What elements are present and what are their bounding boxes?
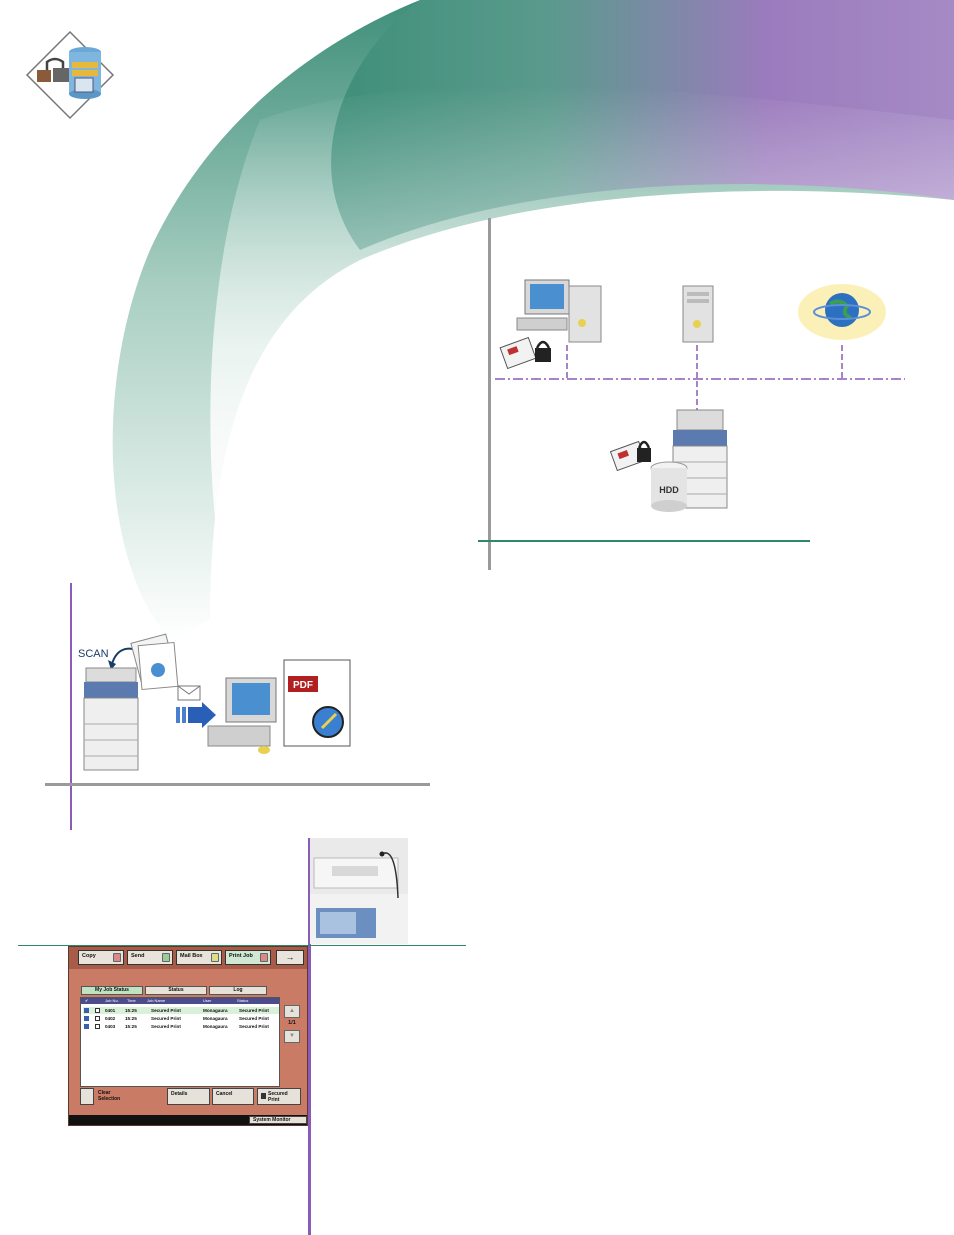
- scan-frame-left: [70, 583, 72, 830]
- row-job-no: 0402: [105, 1016, 116, 1021]
- tab-log[interactable]: Log: [209, 986, 267, 995]
- row-job-name: Secured Print: [151, 1008, 181, 1013]
- send-label: Send: [131, 953, 145, 959]
- row-status: Secured Print: [239, 1016, 269, 1021]
- print-job-button[interactable]: Print Job: [225, 950, 271, 965]
- network-diagram: HDD: [495, 279, 905, 512]
- secured-print-button[interactable]: Secured Print: [257, 1088, 301, 1105]
- hdd-label: HDD: [659, 485, 679, 495]
- row-status: Secured Print: [239, 1008, 269, 1013]
- row-job-no: 0403: [105, 1024, 116, 1029]
- job-status-panel: Copy Send Mail Box Print Job → My Job St…: [68, 946, 308, 1126]
- print-job-icon: [95, 1016, 100, 1021]
- background-swoosh: [112, 0, 954, 640]
- scanned-documents-icon: [130, 633, 179, 691]
- row-time: 15:25: [125, 1016, 137, 1021]
- row-job-name: Secured Print: [151, 1024, 181, 1029]
- row-user: Monagaura: [203, 1008, 228, 1013]
- internet-globe-icon: [798, 284, 886, 340]
- row-checkbox[interactable]: [84, 1024, 89, 1029]
- pdf-document-icon: [283, 659, 351, 747]
- next-arrow-button[interactable]: →: [276, 950, 304, 965]
- row-job-no: 0401: [105, 1008, 116, 1013]
- mail-box-label: Mail Box: [180, 953, 203, 959]
- scroll-up-button[interactable]: ▲: [284, 1005, 300, 1018]
- lock-icon: [261, 1093, 266, 1099]
- scan-label: SCAN: [78, 648, 109, 660]
- control-panel-photo: [310, 838, 408, 944]
- secured-print-label: Secured Print: [268, 1091, 288, 1103]
- send-icon: [162, 953, 170, 962]
- scan-caption-rule: [45, 783, 430, 786]
- send-arrow-icon: [176, 702, 216, 728]
- pdf-label: PDF: [293, 680, 313, 691]
- row-checkbox[interactable]: [84, 1008, 89, 1013]
- clear-selection-label: Clear Selection: [98, 1090, 121, 1102]
- row-status: Secured Print: [239, 1024, 269, 1029]
- mail-box-icon: [211, 953, 219, 962]
- table-row[interactable]: 0401 15:25 Secured Print Monagaura Secur…: [83, 1007, 279, 1014]
- row-user: Monagaura: [203, 1016, 228, 1021]
- row-user: Monagaura: [203, 1024, 228, 1029]
- diagram-frame-left: [488, 218, 491, 570]
- details-button[interactable]: Details: [167, 1088, 210, 1105]
- locked-document-icon: [499, 336, 551, 370]
- table-row[interactable]: 0402 15:25 Secured Print Monagaura Secur…: [83, 1015, 279, 1022]
- tab-my-job-status[interactable]: My Job Status: [81, 986, 143, 995]
- tab-status[interactable]: Status: [145, 986, 207, 995]
- print-job-icon: [95, 1024, 100, 1029]
- print-job-icon: [260, 953, 268, 962]
- copier-icon: [83, 667, 139, 771]
- scan-diagram: SCAN PDF: [78, 633, 351, 771]
- page-indicator: 1/1: [288, 1020, 296, 1026]
- col-user: User: [203, 998, 212, 1003]
- security-badge-icon: [25, 30, 115, 120]
- mail-box-button[interactable]: Mail Box: [176, 950, 222, 965]
- locked-document-icon: [609, 440, 651, 472]
- email-envelope-icon: [177, 685, 201, 701]
- col-time: Time: [127, 998, 136, 1003]
- hdd-icon: [650, 461, 688, 512]
- scroll-down-button[interactable]: ▼: [284, 1030, 300, 1043]
- col-check: ✔: [85, 998, 89, 1003]
- diagram-caption-rule: [478, 540, 810, 542]
- row-job-name: Secured Print: [151, 1016, 181, 1021]
- col-status: Status: [237, 998, 249, 1003]
- job-list-header: ✔ Job No. Time Job Name User Status: [81, 998, 279, 1004]
- copy-label: Copy: [82, 953, 96, 959]
- table-row[interactable]: 0403 15:25 Secured Print Monagaura Secur…: [83, 1023, 279, 1030]
- print-job-label: Print Job: [229, 953, 253, 959]
- server-icon: [682, 285, 714, 343]
- print-job-icon: [95, 1008, 100, 1013]
- row-time: 15:25: [125, 1008, 137, 1013]
- row-time: 15:25: [125, 1024, 137, 1029]
- copy-icon: [113, 953, 121, 962]
- cancel-button[interactable]: Cancel: [212, 1088, 254, 1105]
- copy-button[interactable]: Copy: [78, 950, 124, 965]
- desktop-pc-icon: [207, 677, 277, 754]
- client-pc-icon: [516, 279, 602, 343]
- col-job-no: Job No.: [105, 998, 119, 1003]
- purple-divider: [308, 838, 311, 1235]
- system-monitor-button[interactable]: System Monitor: [249, 1116, 307, 1124]
- send-button[interactable]: Send: [127, 950, 173, 965]
- status-bar: [69, 1115, 307, 1125]
- clear-selection-checkbox[interactable]: [80, 1088, 94, 1105]
- panel-section-rule: [18, 945, 466, 946]
- col-job-name: Job Name: [147, 998, 166, 1003]
- row-checkbox[interactable]: [84, 1016, 89, 1021]
- job-list: ✔ Job No. Time Job Name User Status 0401…: [80, 997, 280, 1087]
